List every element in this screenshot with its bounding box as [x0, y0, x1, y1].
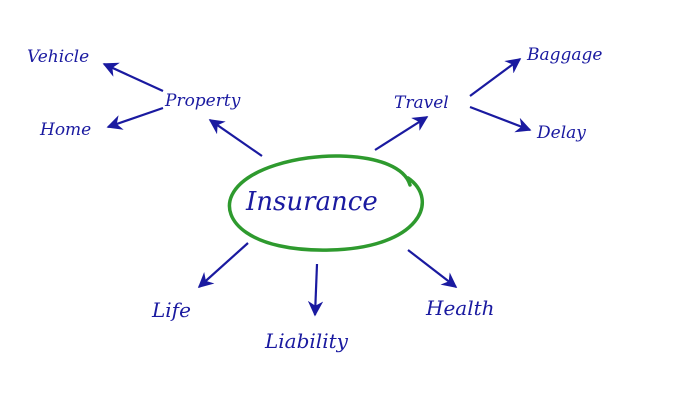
arrow-to-delay [469, 105, 532, 133]
health-label: Health [425, 296, 495, 320]
arrow-to-property [208, 119, 263, 157]
home-label: Home [39, 120, 91, 140]
arrow-to-liability [307, 263, 324, 317]
arrow-to-vehicle [102, 62, 164, 93]
vehicle-label: Vehicle [27, 47, 89, 67]
center-ring [227, 154, 425, 252]
delay-label: Delay [536, 123, 586, 143]
center-label: Insurance [245, 187, 378, 217]
life-label: Life [151, 298, 191, 322]
arrow-to-travel [374, 116, 429, 151]
property-label: Property [164, 91, 241, 111]
travel-label: Travel [394, 93, 449, 113]
liability-label: Liability [264, 329, 349, 353]
arrow-to-home [106, 106, 164, 130]
arrow-to-life [197, 242, 249, 289]
arrow-to-baggage [469, 58, 522, 97]
baggage-label: Baggage [526, 45, 602, 65]
arrow-to-health [407, 249, 458, 288]
